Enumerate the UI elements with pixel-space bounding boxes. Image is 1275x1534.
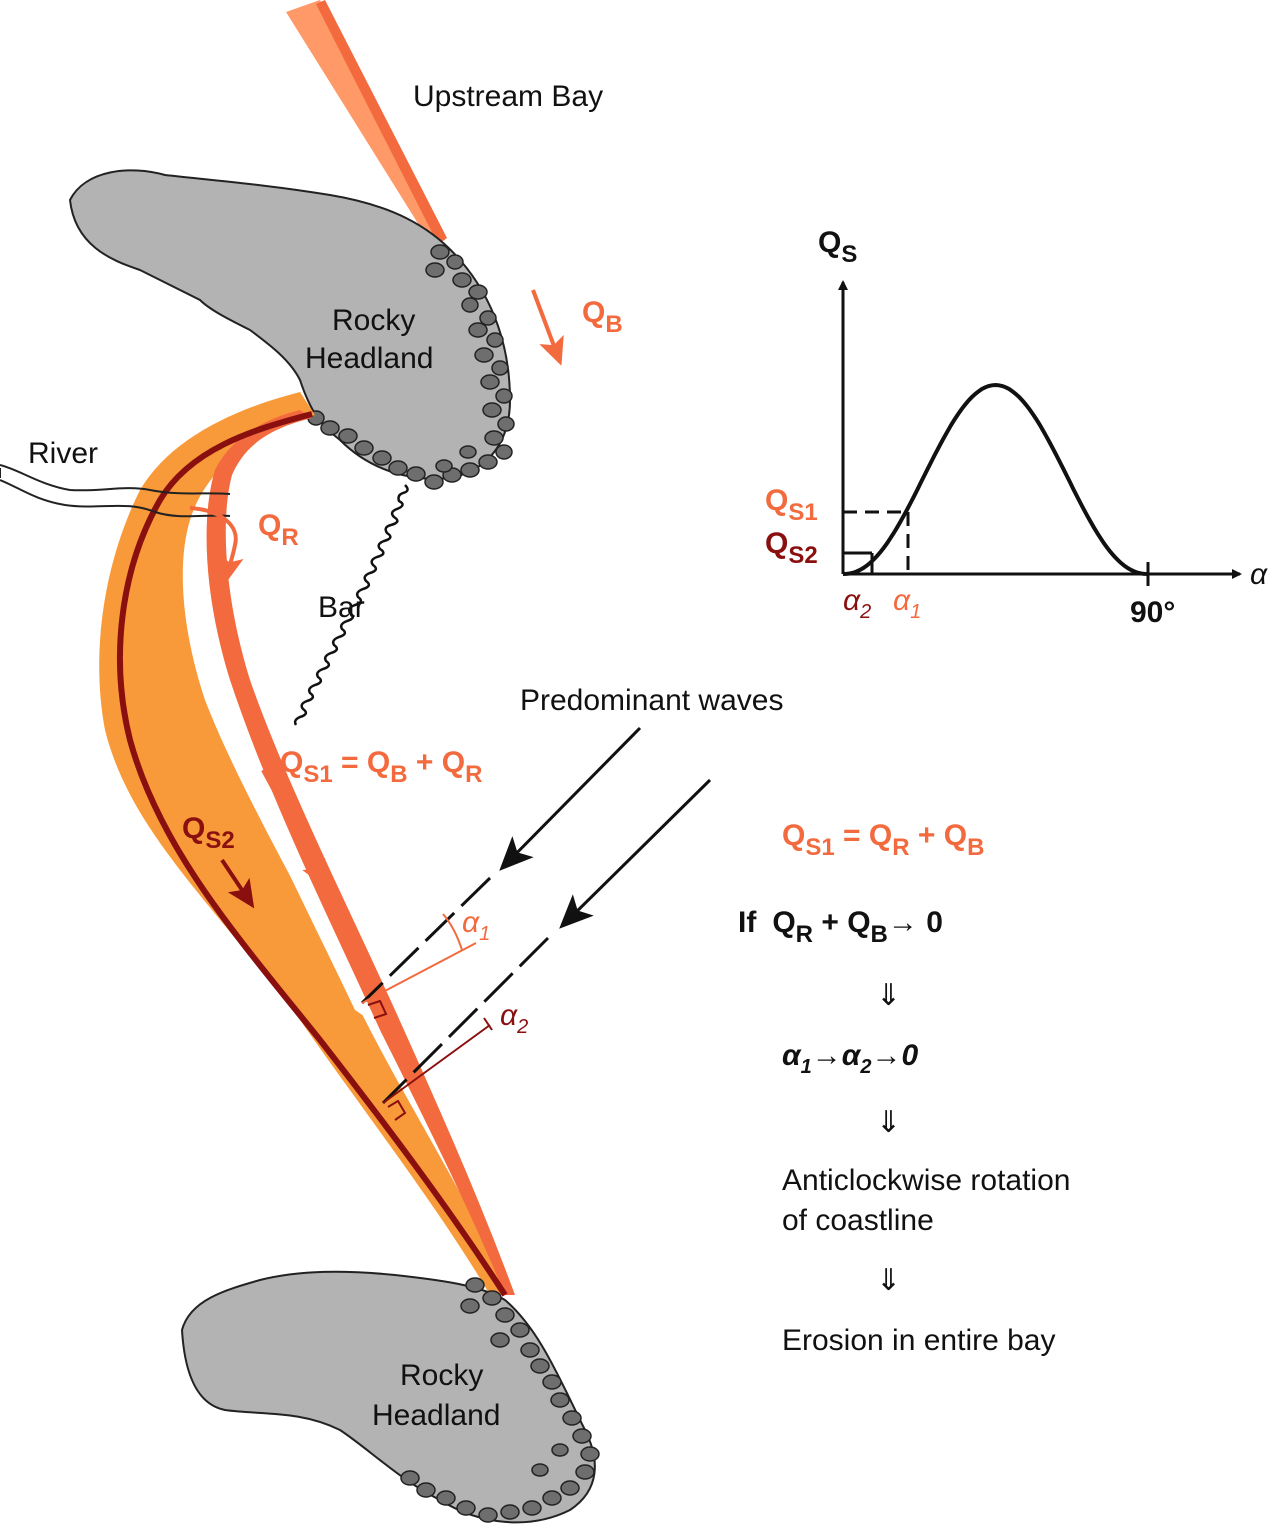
chart-qs1-label: QS1 bbox=[765, 484, 818, 526]
rotation-line-1: Anticlockwise rotation bbox=[782, 1164, 1070, 1197]
wave-crest-2 bbox=[381, 936, 550, 1105]
predominant-waves-label: Predominant waves bbox=[520, 684, 783, 717]
reasoning-equation: QS1 = QR + QB bbox=[782, 819, 984, 861]
erosion-line: Erosion in entire bay bbox=[782, 1324, 1056, 1357]
main-beach bbox=[99, 392, 515, 1297]
qr-arrow bbox=[189, 506, 244, 584]
chart-y-label: QS bbox=[818, 226, 857, 268]
qs-alpha-chart: QS α QS1 QS2 α2 α1 90° bbox=[765, 226, 1268, 629]
alpha2-label: α2 bbox=[500, 999, 528, 1038]
chart-alpha2-label: α2 bbox=[843, 584, 871, 623]
upstream-bay-label: Upstream Bay bbox=[413, 80, 603, 113]
alpha1-label: α1 bbox=[462, 906, 490, 945]
qb-label: QB bbox=[582, 296, 623, 338]
headland-top-label-1: Rocky bbox=[332, 304, 415, 337]
implies-3: ⇓ bbox=[876, 1264, 901, 1297]
angle-alpha1 bbox=[361, 913, 477, 1019]
chart-x-label: α bbox=[1250, 558, 1268, 591]
angle-alpha2 bbox=[382, 1017, 493, 1121]
qb-arrow bbox=[531, 289, 564, 366]
river-label: River bbox=[28, 437, 98, 470]
rocky-headland-top bbox=[68, 169, 515, 490]
wave-crest-1 bbox=[360, 876, 492, 1005]
headland-bottom-label-1: Rocky bbox=[400, 1359, 483, 1392]
implies-2: ⇓ bbox=[876, 1106, 901, 1139]
chart-qs2-label: QS2 bbox=[765, 527, 818, 569]
wave-arrow-1 bbox=[499, 726, 642, 871]
qs1-equation-map: QS1 = QB + QR bbox=[280, 746, 482, 788]
upstream-beach bbox=[286, 0, 447, 246]
headland-top-label-2: Headland bbox=[305, 342, 433, 375]
qs-curve bbox=[842, 382, 1149, 576]
chart-alpha1-label: α1 bbox=[893, 584, 921, 623]
headland-bottom-label-2: Headland bbox=[372, 1399, 500, 1432]
rotation-line-2: of coastline bbox=[782, 1204, 934, 1237]
bar-label: Bar bbox=[318, 591, 365, 624]
qs2-label: QS2 bbox=[182, 812, 235, 854]
rocky-headland-bottom bbox=[180, 1270, 600, 1524]
pebbles-bottom bbox=[400, 1277, 600, 1523]
chart-tick-90-label: 90° bbox=[1130, 596, 1175, 629]
implies-1: ⇓ bbox=[876, 979, 901, 1012]
river bbox=[0, 464, 231, 518]
qs1-arrow bbox=[261, 769, 327, 889]
qr-label: QR bbox=[258, 509, 299, 551]
qs2-arrow bbox=[220, 858, 255, 909]
reasoning-alpha-line: α1→α2→0 bbox=[782, 1039, 918, 1078]
bar bbox=[293, 484, 409, 726]
wave-arrow-2 bbox=[559, 778, 712, 929]
